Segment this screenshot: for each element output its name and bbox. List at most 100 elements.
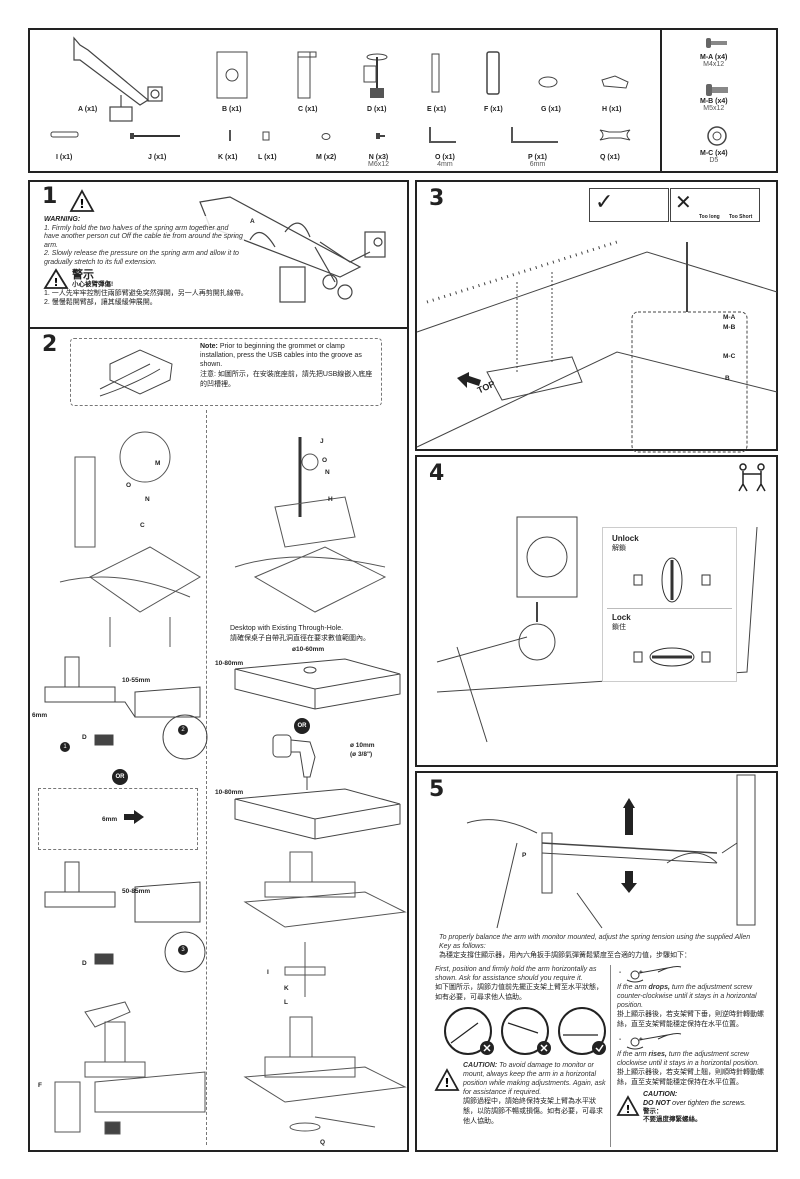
screw-mb-spec: M5x12	[703, 105, 725, 112]
part-c-bracket-illustration	[297, 51, 317, 99]
screw-ma-illustration	[706, 38, 727, 48]
part-label-h: H (x1)	[602, 106, 622, 113]
cross-icon: ✕	[675, 190, 692, 214]
label-l: L	[284, 999, 288, 1006]
rises-word: rises,	[648, 1051, 667, 1058]
screw-mb-qty: M-B (x4)	[700, 98, 728, 105]
hex-key-swap-box	[38, 788, 198, 850]
checkmark-icon: ✓	[595, 190, 614, 215]
caution2-content: CAUTION: DO NOT over tighten the screws.…	[643, 1090, 772, 1124]
caution-row: ! CAUTION: To avoid damage to monitor or…	[434, 1061, 607, 1127]
step2-column-divider	[206, 410, 207, 1145]
step1-warning-title: WARNING:	[44, 216, 81, 223]
caution2-row: ! CAUTION: DO NOT over tighten the screw…	[616, 1090, 772, 1124]
svg-text:!: !	[53, 276, 58, 289]
screw-ma-spec: M4x12	[703, 61, 725, 68]
counter-clockwise-adjust-icon	[626, 966, 682, 983]
part-label-e: E (x1)	[427, 106, 447, 113]
through-hole-zh: 請確保桌子自帶孔洞直徑在要求數值範圍內。	[230, 635, 370, 642]
rises-post: turn the adjustment screw clockwise unti…	[617, 1051, 760, 1067]
caution-text: CAUTION: To avoid damage to monitor or m…	[463, 1061, 607, 1097]
step1-zh-heading-text: 警示 小心被臂彈傷!	[72, 269, 113, 289]
monitor-back-illustration	[416, 240, 778, 453]
circled-step-2: 2	[178, 725, 188, 735]
caution-zh: 調節過程中，請始終保持支架上臂為水平狀態，以防調節不暢或損傷。如有必要，可尋求他…	[463, 1098, 603, 1125]
step-4-number: 4	[429, 461, 445, 486]
part-g-illustration	[538, 76, 558, 88]
plus-sign-2: +	[639, 1036, 643, 1043]
clamp-50-85-illustration	[44, 861, 206, 973]
warning-icon: !	[69, 189, 95, 212]
part-q-wrench-illustration	[599, 129, 631, 141]
clamp-10-55-illustration	[44, 656, 208, 760]
step5-left-column: First, position and firmly hold the arm …	[434, 965, 607, 1127]
unlock-dial-icon	[633, 557, 711, 603]
grommet-mounted-illustration	[243, 851, 407, 1132]
label-o2: O	[322, 457, 328, 464]
through-hole-title: Desktop with Existing Through-Hole.	[230, 625, 344, 632]
part-p-label: P (x1)	[528, 154, 547, 161]
or-badge-2: OR	[112, 769, 128, 785]
caution2-bold: DO NOT	[643, 1100, 671, 1107]
screw-ma-callout: M-A	[723, 314, 736, 321]
step-5-panel: 5 P To properly balance the arm with mon…	[415, 771, 778, 1152]
clockwise-adjust-icon	[626, 1033, 682, 1050]
caution-content: CAUTION: To avoid damage to monitor or m…	[463, 1061, 607, 1127]
caution-label: CAUTION:	[463, 1062, 498, 1069]
plus-sign: +	[639, 969, 643, 976]
part-l-nut-illustration	[262, 131, 270, 141]
base-usb-illustration	[99, 349, 173, 397]
clamp-mounted-illustration	[54, 1001, 206, 1135]
drill-illustration	[272, 734, 316, 790]
steps-1-2-panel: 1 ! WARNING: 1. Firmly hold the two halv…	[28, 180, 409, 1152]
part-label-f: F (x1)	[484, 106, 503, 113]
washer-mc-callout: M-C	[723, 353, 736, 360]
label-c: C	[140, 522, 145, 529]
desk-drilled-illustration	[234, 788, 401, 840]
step1-warning-block: WARNING: 1. Firmly hold the two halves o…	[43, 216, 248, 307]
part-label-d: D (x1)	[367, 106, 387, 113]
part-k-illustration	[229, 130, 231, 141]
step-2-number: 2	[42, 332, 58, 357]
part-j-bolt-illustration	[130, 133, 180, 139]
minus-sign: -	[619, 969, 622, 976]
part-label-k: K (x1)	[218, 154, 238, 161]
screw-mb-illustration	[706, 84, 728, 96]
balance-intro-zh: 為穩定支撐住顯示器，用內六角扳手調節氣彈簧鬆緊度至合適的力值，步驟如下：	[439, 952, 691, 959]
svg-text:!: !	[79, 197, 84, 211]
two-person-icon	[738, 463, 766, 492]
mount-lock-illustration	[436, 516, 758, 743]
label-f: F	[38, 1082, 42, 1089]
hex-key-size-2: 6mm	[102, 816, 118, 823]
part-i-illustration	[50, 131, 79, 138]
part-label-g: G (x1)	[541, 106, 561, 113]
plate-b-callout: B	[725, 375, 730, 382]
part-label-i: I (x1)	[56, 154, 73, 161]
hole-diameter: ø10-60mm	[292, 646, 325, 653]
circled-step-3: 3	[178, 945, 188, 955]
clamp-range-1: 10-55mm	[122, 677, 151, 684]
drill-size-in: (ø 3/8")	[350, 751, 373, 758]
label-o: O	[126, 482, 132, 489]
screw-mb-label: M-B (x4)M5x12	[700, 98, 728, 112]
desk-thickness-1: 10-80mm	[215, 660, 244, 667]
arm-balance-illustration	[466, 774, 756, 929]
first-instruction: First, position and firmly hold the arm …	[435, 966, 597, 982]
step5-right-column: - + If the arm drops, turn the adjustmen…	[616, 965, 772, 1124]
incorrect-screw-box	[670, 188, 760, 222]
label-m: M	[155, 460, 161, 467]
usb-note-box	[70, 338, 382, 406]
usb-note-block: Note: Prior to beginning the grommet or …	[200, 342, 378, 390]
label-q: Q	[320, 1139, 326, 1146]
hex-key-size: 6mm	[32, 712, 48, 719]
step-3-number: 3	[429, 186, 445, 211]
washer-mc-label: M-C (x4)D5	[700, 150, 728, 164]
first-instruction-zh: 如下圖所示，調節力值前先擺正支架上臂至水平狀態，如有必要，可尋求他人協助。	[435, 984, 603, 1001]
caution2-text: DO NOT over tighten the screws.	[643, 1099, 772, 1108]
step1-zh-subtitle: 小心被臂彈傷!	[72, 281, 114, 288]
part-f-illustration	[486, 51, 500, 95]
label-j: J	[320, 438, 324, 445]
lock-zh: 鎖住	[612, 624, 626, 631]
caution2-zh: 不要過度擰緊螺絲。	[643, 1116, 702, 1123]
note-label: Note:	[200, 343, 218, 350]
